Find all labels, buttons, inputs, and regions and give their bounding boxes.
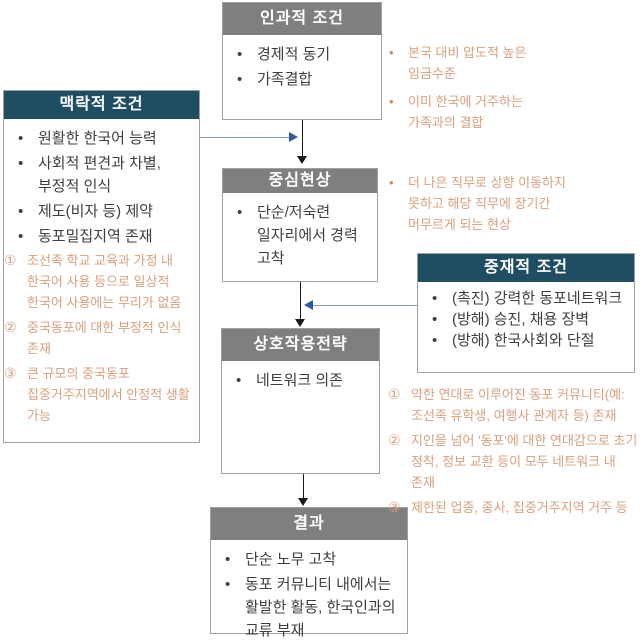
- central-phenomenon-box: 중심현상 단순/저숙련 일자리에서 경력 고착: [222, 168, 378, 282]
- note-text: 조선족 학교 교육과 가정 내 한국어 사용 등으로 일상적 한국어 사용에는 …: [27, 253, 182, 310]
- right-arrowhead-icon: [289, 132, 298, 142]
- interaction-strategy-list: 네트워크 의존: [228, 369, 375, 392]
- arrow-line: [301, 120, 303, 158]
- intervening-note: ① 약한 연대로 이루어진 동포 커뮤니티(예: 조선족 유학생, 여행사 관계…: [388, 384, 638, 522]
- note-text: 약한 연대로 이루어진 동포 커뮤니티(예: 조선족 유학생, 여행사 관계자 …: [411, 387, 625, 423]
- arrow-strategy-to-result: [298, 474, 308, 506]
- arrow-line: [302, 474, 304, 500]
- list-item: 가족결합: [229, 68, 377, 91]
- note-item: 이미 한국에 거주하는 가족과의 결합: [386, 91, 566, 133]
- down-arrowhead-icon: [295, 319, 305, 327]
- arrow-phenomenon-to-strategy: [295, 282, 305, 327]
- note-text: 큰 규모의 중국동포 집중거주지역에서 안정적 생활 가능: [27, 366, 190, 423]
- list-item: 단순 노무 고착: [217, 548, 403, 571]
- phenomenon-note-list: 더 나은 직무로 상향 이동하지 못하고 해당 직무에 장기간 머무르게 되는 …: [386, 172, 601, 235]
- contextual-conditions-title: 맥락적 조건: [4, 91, 199, 119]
- intervening-conditions-list: (촉진) 강력한 동포네트워크 (방해) 승진, 채용 장벽 (방해) 한국사회…: [424, 288, 630, 351]
- contextual-conditions-notes: ① 조선족 학교 교육과 가정 내 한국어 사용 등으로 일상적 한국어 사용에…: [4, 250, 199, 426]
- note-item: ② 지인을 넘어 '동포'에 대한 연대감으로 초기 정착, 정보 교환 등이 …: [388, 430, 638, 493]
- list-item: 단순/저숙련 일자리에서 경력 고착: [229, 201, 373, 270]
- note-item: 더 나은 직무로 상향 이동하지 못하고 해당 직무에 장기간 머무르게 되는 …: [386, 172, 601, 235]
- intervening-conditions-box: 중재적 조건 (촉진) 강력한 동포네트워크 (방해) 승진, 채용 장벽 (방…: [417, 253, 635, 373]
- causal-conditions-title: 인과적 조건: [223, 3, 381, 35]
- arrow-line: [312, 304, 417, 306]
- arrow-contextual-to-flow: [200, 132, 298, 142]
- interaction-strategy-title: 상호작용전략: [222, 329, 379, 361]
- list-item: 동포밀집지역 존재: [10, 225, 195, 248]
- circled-number-icon: ②: [4, 319, 17, 335]
- list-item: 원활한 한국어 능력: [10, 127, 195, 150]
- list-item: (방해) 승진, 채용 장벽: [424, 309, 630, 330]
- arrow-intervening-to-flow: [304, 300, 417, 310]
- note-item: ③ 큰 규모의 중국동포 집중거주지역에서 안정적 생활 가능: [4, 363, 199, 426]
- list-item: 제도(비자 등) 제약: [10, 200, 195, 223]
- down-arrowhead-icon: [298, 498, 308, 506]
- list-item: 경제적 동기: [229, 43, 377, 66]
- contextual-conditions-list: 원활한 한국어 능력 사회적 편견과 차별, 부정적 인식 제도(비자 등) 제…: [10, 127, 195, 248]
- down-arrowhead-icon: [297, 156, 307, 164]
- circled-number-icon: ③: [4, 365, 17, 381]
- contextual-conditions-box: 맥락적 조건 원활한 한국어 능력 사회적 편견과 차별, 부정적 인식 제도(…: [3, 90, 200, 443]
- arrow-causal-to-phenomenon: [297, 120, 307, 164]
- result-box: 결과 단순 노무 고착 동포 커뮤니티 내에서는 활발한 활동, 한국인과의 교…: [210, 507, 408, 639]
- phenomenon-note: 더 나은 직무로 상향 이동하지 못하고 해당 직무에 장기간 머무르게 되는 …: [386, 172, 601, 242]
- note-text: 중국동포에 대한 부정적 인식 존재: [27, 320, 182, 356]
- causal-conditions-list: 경제적 동기 가족결합: [229, 43, 377, 91]
- causal-note: 본국 대비 압도적 높은 임금수준 이미 한국에 거주하는 가족과의 결합: [386, 42, 566, 140]
- arrow-line: [200, 136, 290, 138]
- central-phenomenon-list: 단순/저숙련 일자리에서 경력 고착: [229, 201, 373, 270]
- intervening-note-list: ① 약한 연대로 이루어진 동포 커뮤니티(예: 조선족 유학생, 여행사 관계…: [388, 384, 638, 518]
- result-list: 단순 노무 고착 동포 커뮤니티 내에서는 활발한 활동, 한국인과의 교류 부…: [217, 548, 403, 641]
- result-title: 결과: [211, 508, 407, 540]
- note-text: 제한된 업종, 종사, 집중거주지역 거주 등: [411, 500, 628, 515]
- interaction-strategy-box: 상호작용전략 네트워크 의존: [221, 328, 380, 474]
- central-phenomenon-title: 중심현상: [223, 169, 377, 193]
- intervening-conditions-title: 중재적 조건: [418, 254, 634, 282]
- causal-note-list: 본국 대비 압도적 높은 임금수준 이미 한국에 거주하는 가족과의 결합: [386, 42, 566, 133]
- causal-conditions-box: 인과적 조건 경제적 동기 가족결합: [222, 2, 382, 120]
- list-item: (촉진) 강력한 동포네트워크: [424, 288, 630, 309]
- note-text: 지인을 넘어 '동포'에 대한 연대감으로 초기 정착, 정보 교환 등이 모두…: [411, 433, 638, 490]
- note-item: ① 약한 연대로 이루어진 동포 커뮤니티(예: 조선족 유학생, 여행사 관계…: [388, 384, 638, 426]
- circled-number-icon: ③: [388, 499, 401, 515]
- arrow-line: [299, 282, 301, 321]
- list-item: 네트워크 의존: [228, 369, 375, 392]
- list-item: 동포 커뮤니티 내에서는 활발한 활동, 한국인과의 교류 부재: [217, 573, 403, 641]
- circled-number-icon: ①: [4, 252, 17, 268]
- circled-number-icon: ①: [388, 386, 401, 402]
- list-item: 사회적 편견과 차별, 부정적 인식: [10, 152, 195, 198]
- note-item: ② 중국동포에 대한 부정적 인식 존재: [4, 317, 199, 359]
- left-arrowhead-icon: [304, 300, 313, 310]
- circled-number-icon: ②: [388, 432, 401, 448]
- note-item: ③ 제한된 업종, 종사, 집중거주지역 거주 등: [388, 497, 638, 518]
- note-item: 본국 대비 압도적 높은 임금수준: [386, 42, 566, 84]
- list-item: (방해) 한국사회와 단절: [424, 330, 630, 351]
- note-item: ① 조선족 학교 교육과 가정 내 한국어 사용 등으로 일상적 한국어 사용에…: [4, 250, 199, 313]
